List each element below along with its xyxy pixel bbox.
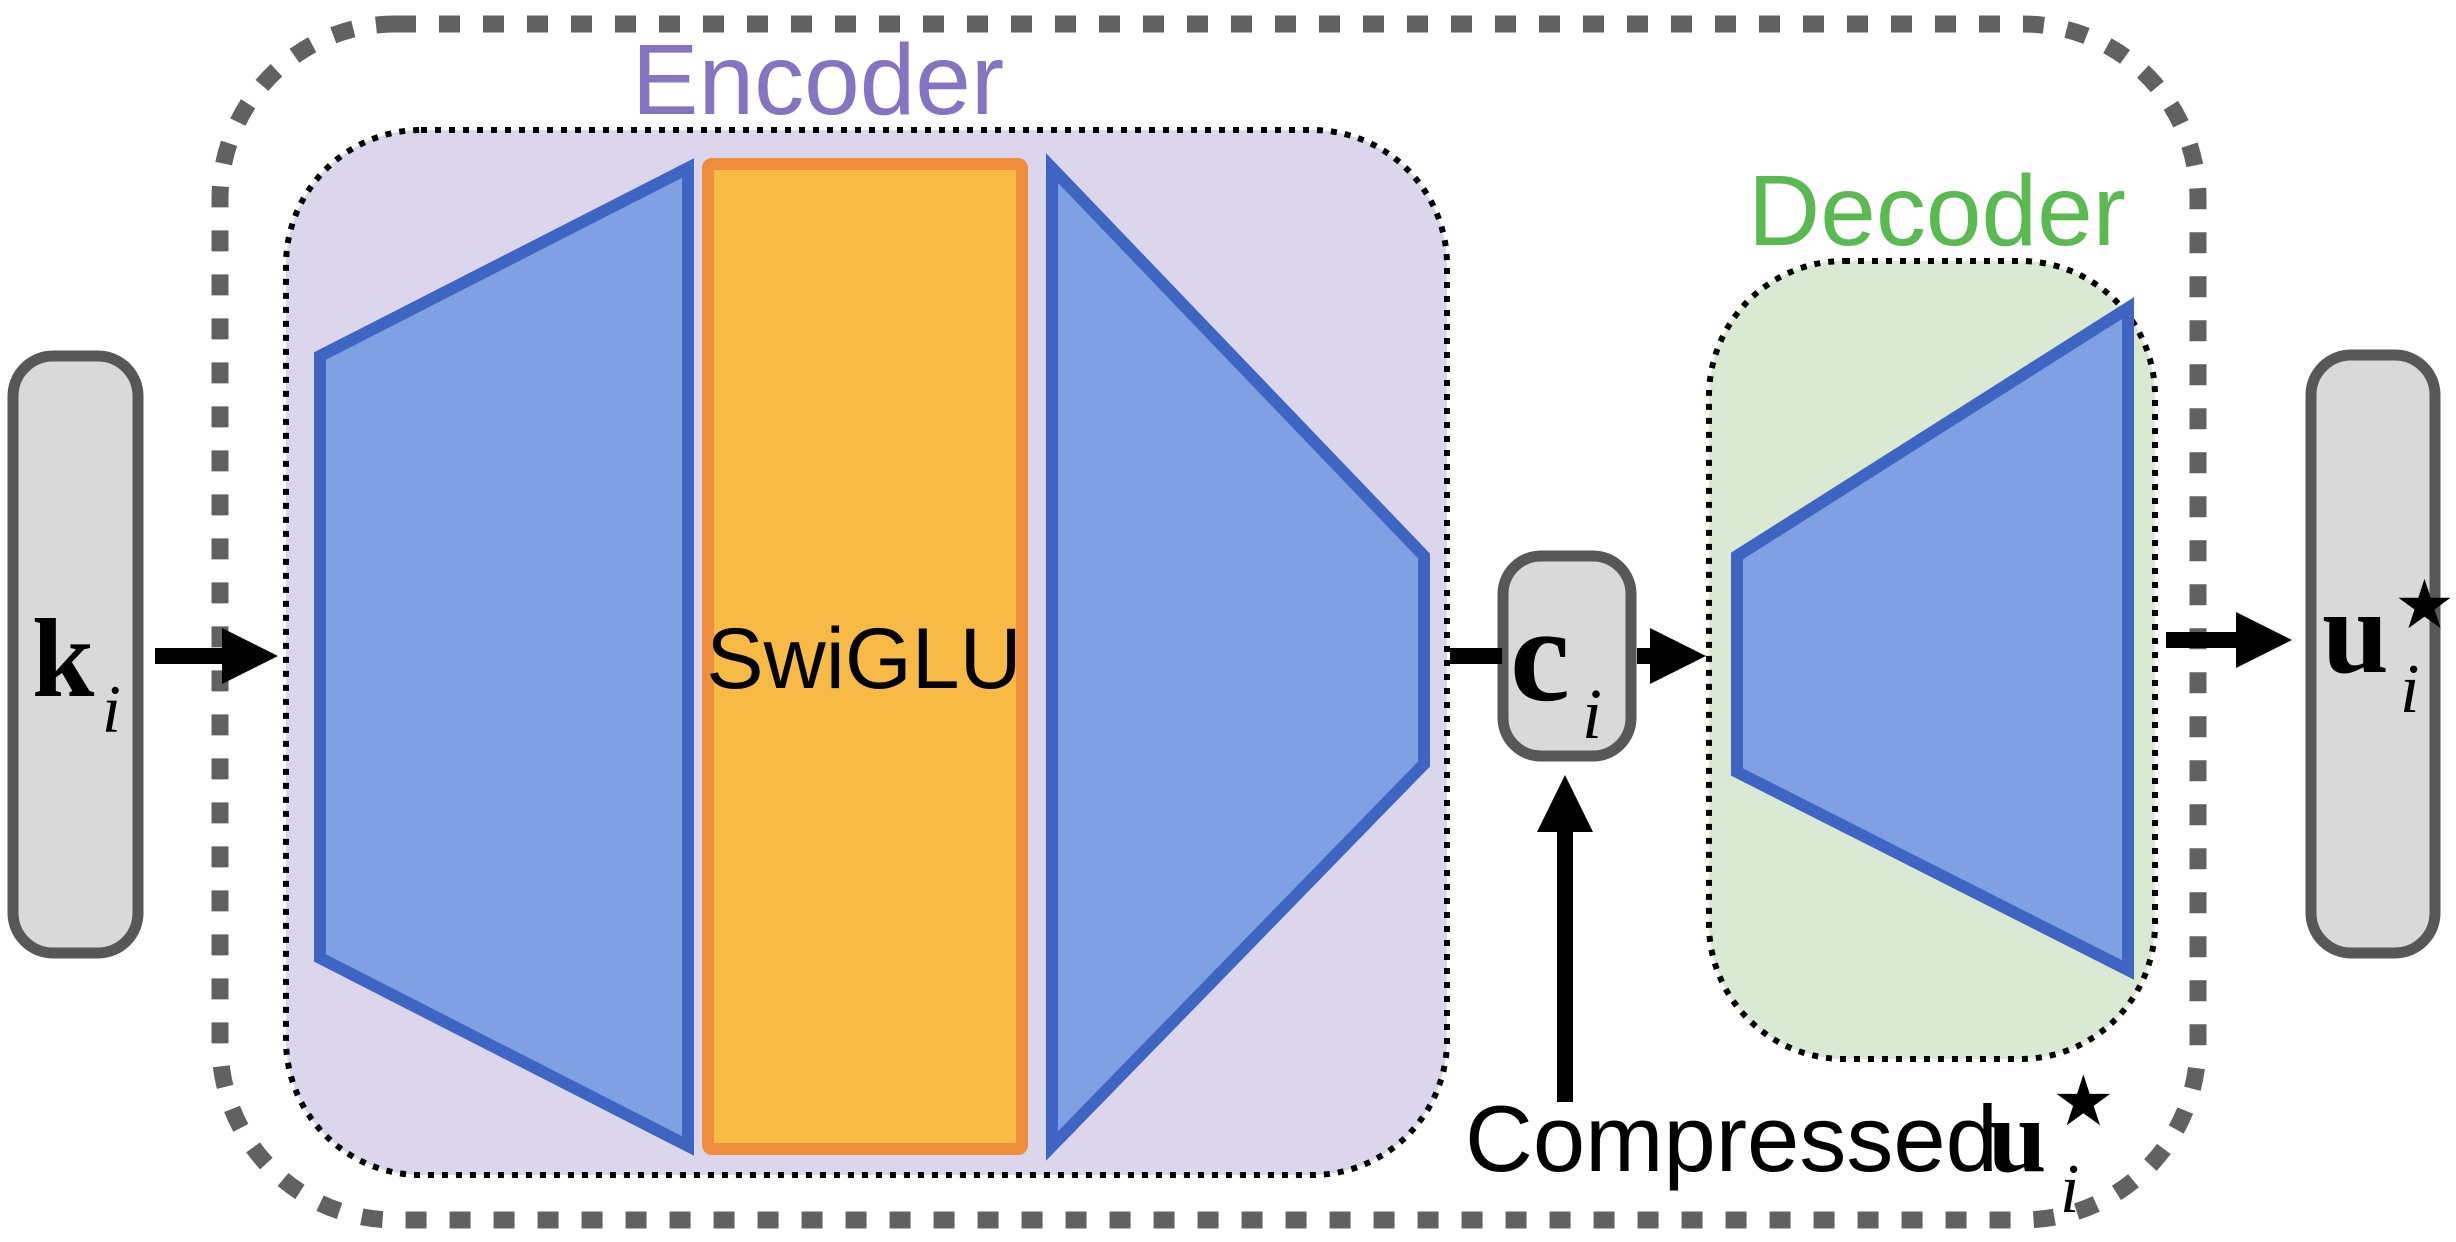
compressed-caption: Compressed u ★ i <box>1465 1060 2119 1228</box>
caption-subscript: i <box>2060 1151 2079 1228</box>
caption-symbol: u <box>1988 1077 2046 1194</box>
outer-dashed-boundary <box>211 15 2207 1229</box>
output-vector-label: u ★ i <box>2322 565 2456 728</box>
input-subscript: i <box>102 671 121 747</box>
output-symbol: u <box>2322 565 2389 698</box>
output-vector-box <box>2305 349 2441 959</box>
output-superscript-star: ★ <box>2394 566 2455 645</box>
output-subscript: i <box>2400 651 2419 728</box>
code-vector-label: c i <box>1510 581 1602 754</box>
compressed-to-code-arrow <box>1537 775 1593 1102</box>
code-subscript: i <box>1582 674 1602 754</box>
encoder-input-trapezoid <box>314 158 694 1156</box>
encoder-label: Encoder <box>632 24 1004 136</box>
input-vector-label: k i <box>32 597 121 747</box>
decoder-to-output-arrow <box>2166 612 2292 668</box>
swiglu-block <box>702 158 1028 1155</box>
swiglu-label: SwiGLU <box>706 611 1021 707</box>
caption-superscript-star: ★ <box>2052 1060 2115 1142</box>
code-to-decoder-arrow <box>1637 628 1706 684</box>
arrow-head <box>2236 612 2292 668</box>
code-symbol: c <box>1510 581 1570 730</box>
decoder-label: Decoder <box>1748 155 2126 267</box>
decoder-trapezoid <box>1731 297 2134 980</box>
arrow-head <box>1537 775 1593 832</box>
encoder-output-trapezoid <box>1046 153 1430 1161</box>
input-symbol: k <box>32 597 95 721</box>
input-to-encoder-arrow <box>155 628 278 684</box>
arrow-head <box>1650 628 1706 684</box>
code-vector-box <box>1497 550 1637 762</box>
arrow-head <box>222 628 278 684</box>
input-vector-box <box>7 350 144 959</box>
caption-prefix: Compressed <box>1465 1086 1998 1191</box>
